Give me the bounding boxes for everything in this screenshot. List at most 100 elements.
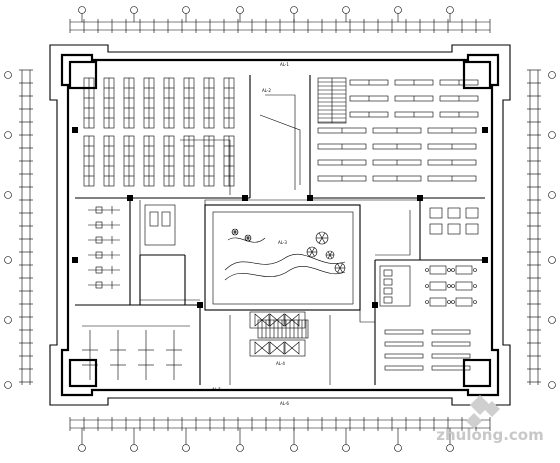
- booth: [429, 223, 443, 235]
- wire-run: [375, 210, 411, 256]
- grid-axis-bubbles: [4, 6, 556, 452]
- plant-branch: [329, 254, 333, 259]
- grid-bubble: [130, 444, 138, 452]
- plant-branch: [234, 229, 237, 233]
- label-lower-mid: AL-4: [276, 361, 285, 366]
- kitchen-block: [379, 265, 411, 307]
- table: [455, 265, 473, 275]
- plant-branch: [318, 237, 323, 244]
- panel-box: [95, 251, 103, 259]
- plant-branch: [339, 263, 343, 269]
- grid-bubble: [78, 444, 86, 452]
- label-bottom-center: AL-6: [280, 401, 289, 406]
- grid-bubble: [4, 131, 12, 139]
- row-counter: [431, 365, 471, 371]
- plant-branch: [233, 231, 236, 235]
- chair: [425, 268, 429, 272]
- plant-branch: [247, 235, 250, 239]
- panel-box: [95, 266, 103, 274]
- booth: [465, 207, 479, 219]
- plant-branch: [327, 254, 331, 259]
- dining-seating: [379, 207, 479, 307]
- office-desk-blocks: [83, 77, 235, 187]
- grid-bubble: [548, 381, 556, 389]
- chair: [473, 284, 477, 288]
- plant-branch: [309, 251, 313, 257]
- booth: [429, 207, 443, 219]
- plant-branch: [309, 247, 313, 253]
- chair: [473, 300, 477, 304]
- grid-bubble: [446, 444, 454, 452]
- grid-bubble: [394, 444, 402, 452]
- grid-bubble: [290, 444, 298, 452]
- grid-bubble: [4, 191, 12, 199]
- watermark: zhulong.com: [436, 395, 544, 444]
- table: [429, 265, 447, 275]
- label-upper-mid: AL-2: [262, 88, 271, 93]
- structural-column: [242, 195, 248, 201]
- panel-box: [95, 281, 103, 289]
- chair: [425, 300, 429, 304]
- plant-branch: [318, 232, 323, 239]
- bowtie-fixture: [284, 313, 300, 327]
- storage-shelves: [317, 79, 479, 182]
- grid-bubble: [236, 6, 244, 14]
- grid-bubble: [548, 191, 556, 199]
- central-atrium: [204, 204, 361, 311]
- plant-branch: [337, 263, 341, 269]
- chair: [425, 284, 429, 288]
- plant-branch: [311, 247, 315, 253]
- panel-box: [95, 221, 103, 229]
- plant-branch: [329, 251, 333, 256]
- plant-branch: [233, 229, 236, 233]
- structural-column: [482, 257, 488, 263]
- wiring-runs: [139, 94, 420, 385]
- grid-bubble: [78, 6, 86, 14]
- wire-run: [180, 139, 231, 195]
- fixture-frame: [249, 311, 306, 329]
- chair: [473, 268, 477, 272]
- structural-column: [307, 195, 313, 201]
- structural-column: [197, 302, 203, 308]
- table: [455, 281, 473, 291]
- plant-branch: [311, 251, 315, 257]
- row-counter: [384, 341, 424, 347]
- grid-bubble: [182, 6, 190, 14]
- stairwell: [257, 77, 347, 339]
- grid-bubble: [446, 6, 454, 14]
- structural-column: [417, 195, 423, 201]
- stair-frame-lower: [257, 319, 309, 339]
- grid-bubble: [4, 316, 12, 324]
- booth: [447, 207, 461, 219]
- plant-branch: [246, 235, 249, 239]
- kitchen-unit: [383, 296, 393, 304]
- bowtie-fixture: [284, 341, 300, 355]
- chair: [451, 268, 455, 272]
- panel-box: [95, 206, 103, 214]
- plant-branch: [327, 251, 331, 256]
- structural-column: [72, 127, 78, 133]
- grid-bubble: [4, 256, 12, 264]
- grid-bubble: [548, 316, 556, 324]
- wire-run: [139, 200, 200, 301]
- dimension-lines: [19, 19, 541, 431]
- plant-branch: [246, 237, 249, 241]
- plant-branch: [339, 267, 343, 273]
- row-counter: [384, 365, 424, 371]
- structural-column: [372, 302, 378, 308]
- chair: [447, 268, 451, 272]
- plant-branch: [337, 267, 341, 273]
- building-outline: [49, 44, 511, 406]
- wire-run: [359, 258, 375, 323]
- equipment-room: [144, 204, 176, 246]
- grid-bubble: [290, 6, 298, 14]
- grid-bubble: [342, 6, 350, 14]
- plant-branch: [234, 231, 237, 235]
- row-counter: [431, 353, 471, 359]
- row-counter: [431, 341, 471, 347]
- grid-bubble: [4, 381, 12, 389]
- grid-bubble: [236, 444, 244, 452]
- grid-bubble: [548, 131, 556, 139]
- grid-bubble: [394, 6, 402, 14]
- label-top-center: AL-1: [280, 62, 289, 67]
